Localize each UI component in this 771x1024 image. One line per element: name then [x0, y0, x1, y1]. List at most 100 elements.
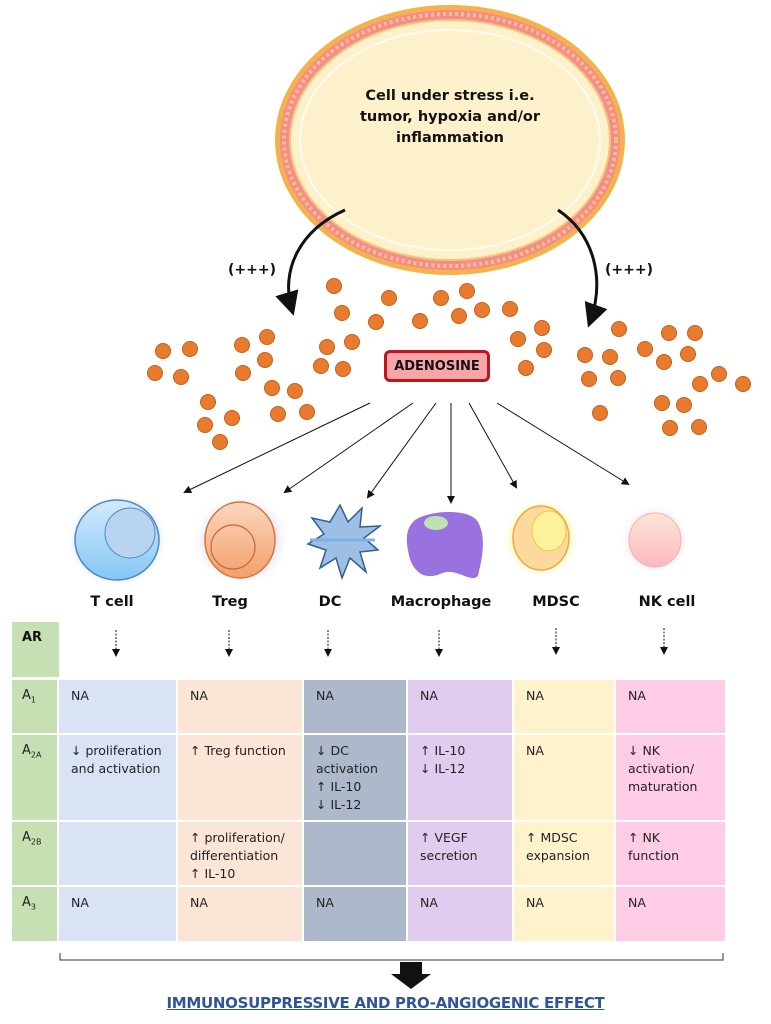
adenosine-molecule [319, 339, 335, 355]
down-arrow-icon [391, 962, 431, 989]
cell-mdsc: NA [514, 887, 616, 941]
adenosine-molecule [197, 417, 213, 433]
cell-macrophage: ↑ IL-10 ↓ IL-12 [408, 735, 514, 820]
adenosine-molecule [680, 346, 696, 362]
adenosine-molecule [611, 321, 627, 337]
adenosine-molecule [459, 283, 475, 299]
adenosine-molecule [474, 302, 490, 318]
adenosine-molecule [451, 308, 467, 324]
adenosine-molecule [656, 354, 672, 370]
adenosine-molecule [518, 360, 534, 376]
adenosine-molecule [534, 320, 550, 336]
adenosine-molecule [691, 419, 707, 435]
mdsc-icon [501, 496, 581, 580]
adenosine-molecule [224, 410, 240, 426]
adenosine-molecule [602, 349, 618, 365]
adenosine-molecule [334, 305, 350, 321]
release-label-left: (+++) [228, 262, 276, 278]
adenosine-molecule [502, 301, 518, 317]
cell-dc: NA [304, 887, 408, 941]
cell-tcell [59, 822, 178, 885]
cell-mdsc: NA [514, 680, 616, 733]
adenosine-molecule [270, 406, 286, 422]
adenosine-molecule [536, 342, 552, 358]
outcome-title: IMMUNOSUPPRESSIVE AND PRO-ANGIOGENIC EFF… [166, 994, 605, 1012]
adenosine-molecule [212, 434, 228, 450]
cell-nk: ↑ NK function [616, 822, 725, 885]
adenosine-molecule [200, 394, 216, 410]
adenosine-molecule [662, 420, 678, 436]
label-treg: Treg [212, 594, 248, 610]
macrophage-icon [406, 512, 483, 579]
stressed-cell [275, 5, 625, 275]
adenosine-molecule [344, 334, 360, 350]
adenosine-molecule [368, 314, 384, 330]
cell-tcell: NA [59, 887, 178, 941]
stressed-cell-label: Cell under stress i.e. tumor, hypoxia an… [359, 88, 541, 146]
cell-tcell: NA [59, 680, 178, 733]
cell-nk: ↓ NK activation/ maturation [616, 735, 725, 820]
release-arrow-left [275, 208, 346, 316]
membrane-heads [282, 12, 618, 268]
table-row: A2A↓ proliferation and activation↑ Treg … [12, 735, 725, 820]
cell-treg: ↑ Treg function [178, 735, 304, 820]
adenosine-molecules [147, 278, 751, 450]
cell-macrophage: ↑ VEGF secretion [408, 822, 514, 885]
cell-mdsc: NA [514, 735, 616, 820]
adenosine-molecule [173, 369, 189, 385]
adenosine-molecule [287, 383, 303, 399]
release-arrow-right [557, 208, 608, 328]
adenosine-molecule [581, 371, 597, 387]
adenosine-molecule [155, 343, 171, 359]
adenosine-molecule [257, 352, 273, 368]
adenosine-molecule [147, 365, 163, 381]
label-tcell: T cell [90, 594, 134, 610]
adenosine-molecule [577, 347, 593, 363]
cell-dc [304, 822, 408, 885]
treg-icon [191, 492, 291, 588]
adenosine-molecule [610, 370, 626, 386]
cell-nk: NA [616, 680, 725, 733]
adenosine-box: ADENOSINE [384, 350, 490, 382]
adenosine-molecule [299, 404, 315, 420]
cell-nk: NA [616, 887, 725, 941]
cell-treg: NA [178, 680, 304, 733]
cytoplasm [289, 19, 611, 261]
receptor-label: A2A [12, 735, 59, 820]
adenosine-molecule [433, 290, 449, 306]
adenosine-molecule [735, 376, 751, 392]
label-nk: NK cell [638, 594, 696, 610]
adenosine-molecule [687, 325, 703, 341]
adenosine-molecule [692, 376, 708, 392]
tcell-icon [65, 492, 169, 588]
cell-macrophage: NA [408, 680, 514, 733]
label-macrophage: Macrophage [390, 594, 492, 610]
adenosine-molecule [335, 361, 351, 377]
receptor-label: A2B [12, 822, 59, 885]
adenosine-molecule [676, 397, 692, 413]
bracket [59, 953, 724, 961]
adenosine-molecule [412, 313, 428, 329]
adenosine-molecule [510, 331, 526, 347]
label-dc: DC [318, 594, 342, 610]
cell-treg: ↑ proliferation/ differentiation ↑ IL-10 [178, 822, 304, 885]
arrow-to-dc [366, 402, 437, 499]
adenosine-molecule [234, 337, 250, 353]
arrow-to-nk [496, 402, 630, 486]
nk-cell-icon [619, 504, 691, 576]
table-row: A2B ↑ proliferation/ differentiation ↑ IL… [12, 822, 725, 885]
label-mdsc: MDSC [532, 594, 580, 610]
adenosine-molecule [259, 329, 275, 345]
adenosine-molecule [654, 395, 670, 411]
cell-dc: NA [304, 680, 408, 733]
adenosine-molecule [313, 358, 329, 374]
adenosine-molecule [264, 380, 280, 396]
dc-icon [306, 503, 383, 581]
adenosine-molecule [592, 405, 608, 421]
arrow-to-tcell [183, 402, 371, 494]
arrow-to-mdsc [468, 402, 517, 489]
arrow-to-treg [283, 402, 414, 494]
